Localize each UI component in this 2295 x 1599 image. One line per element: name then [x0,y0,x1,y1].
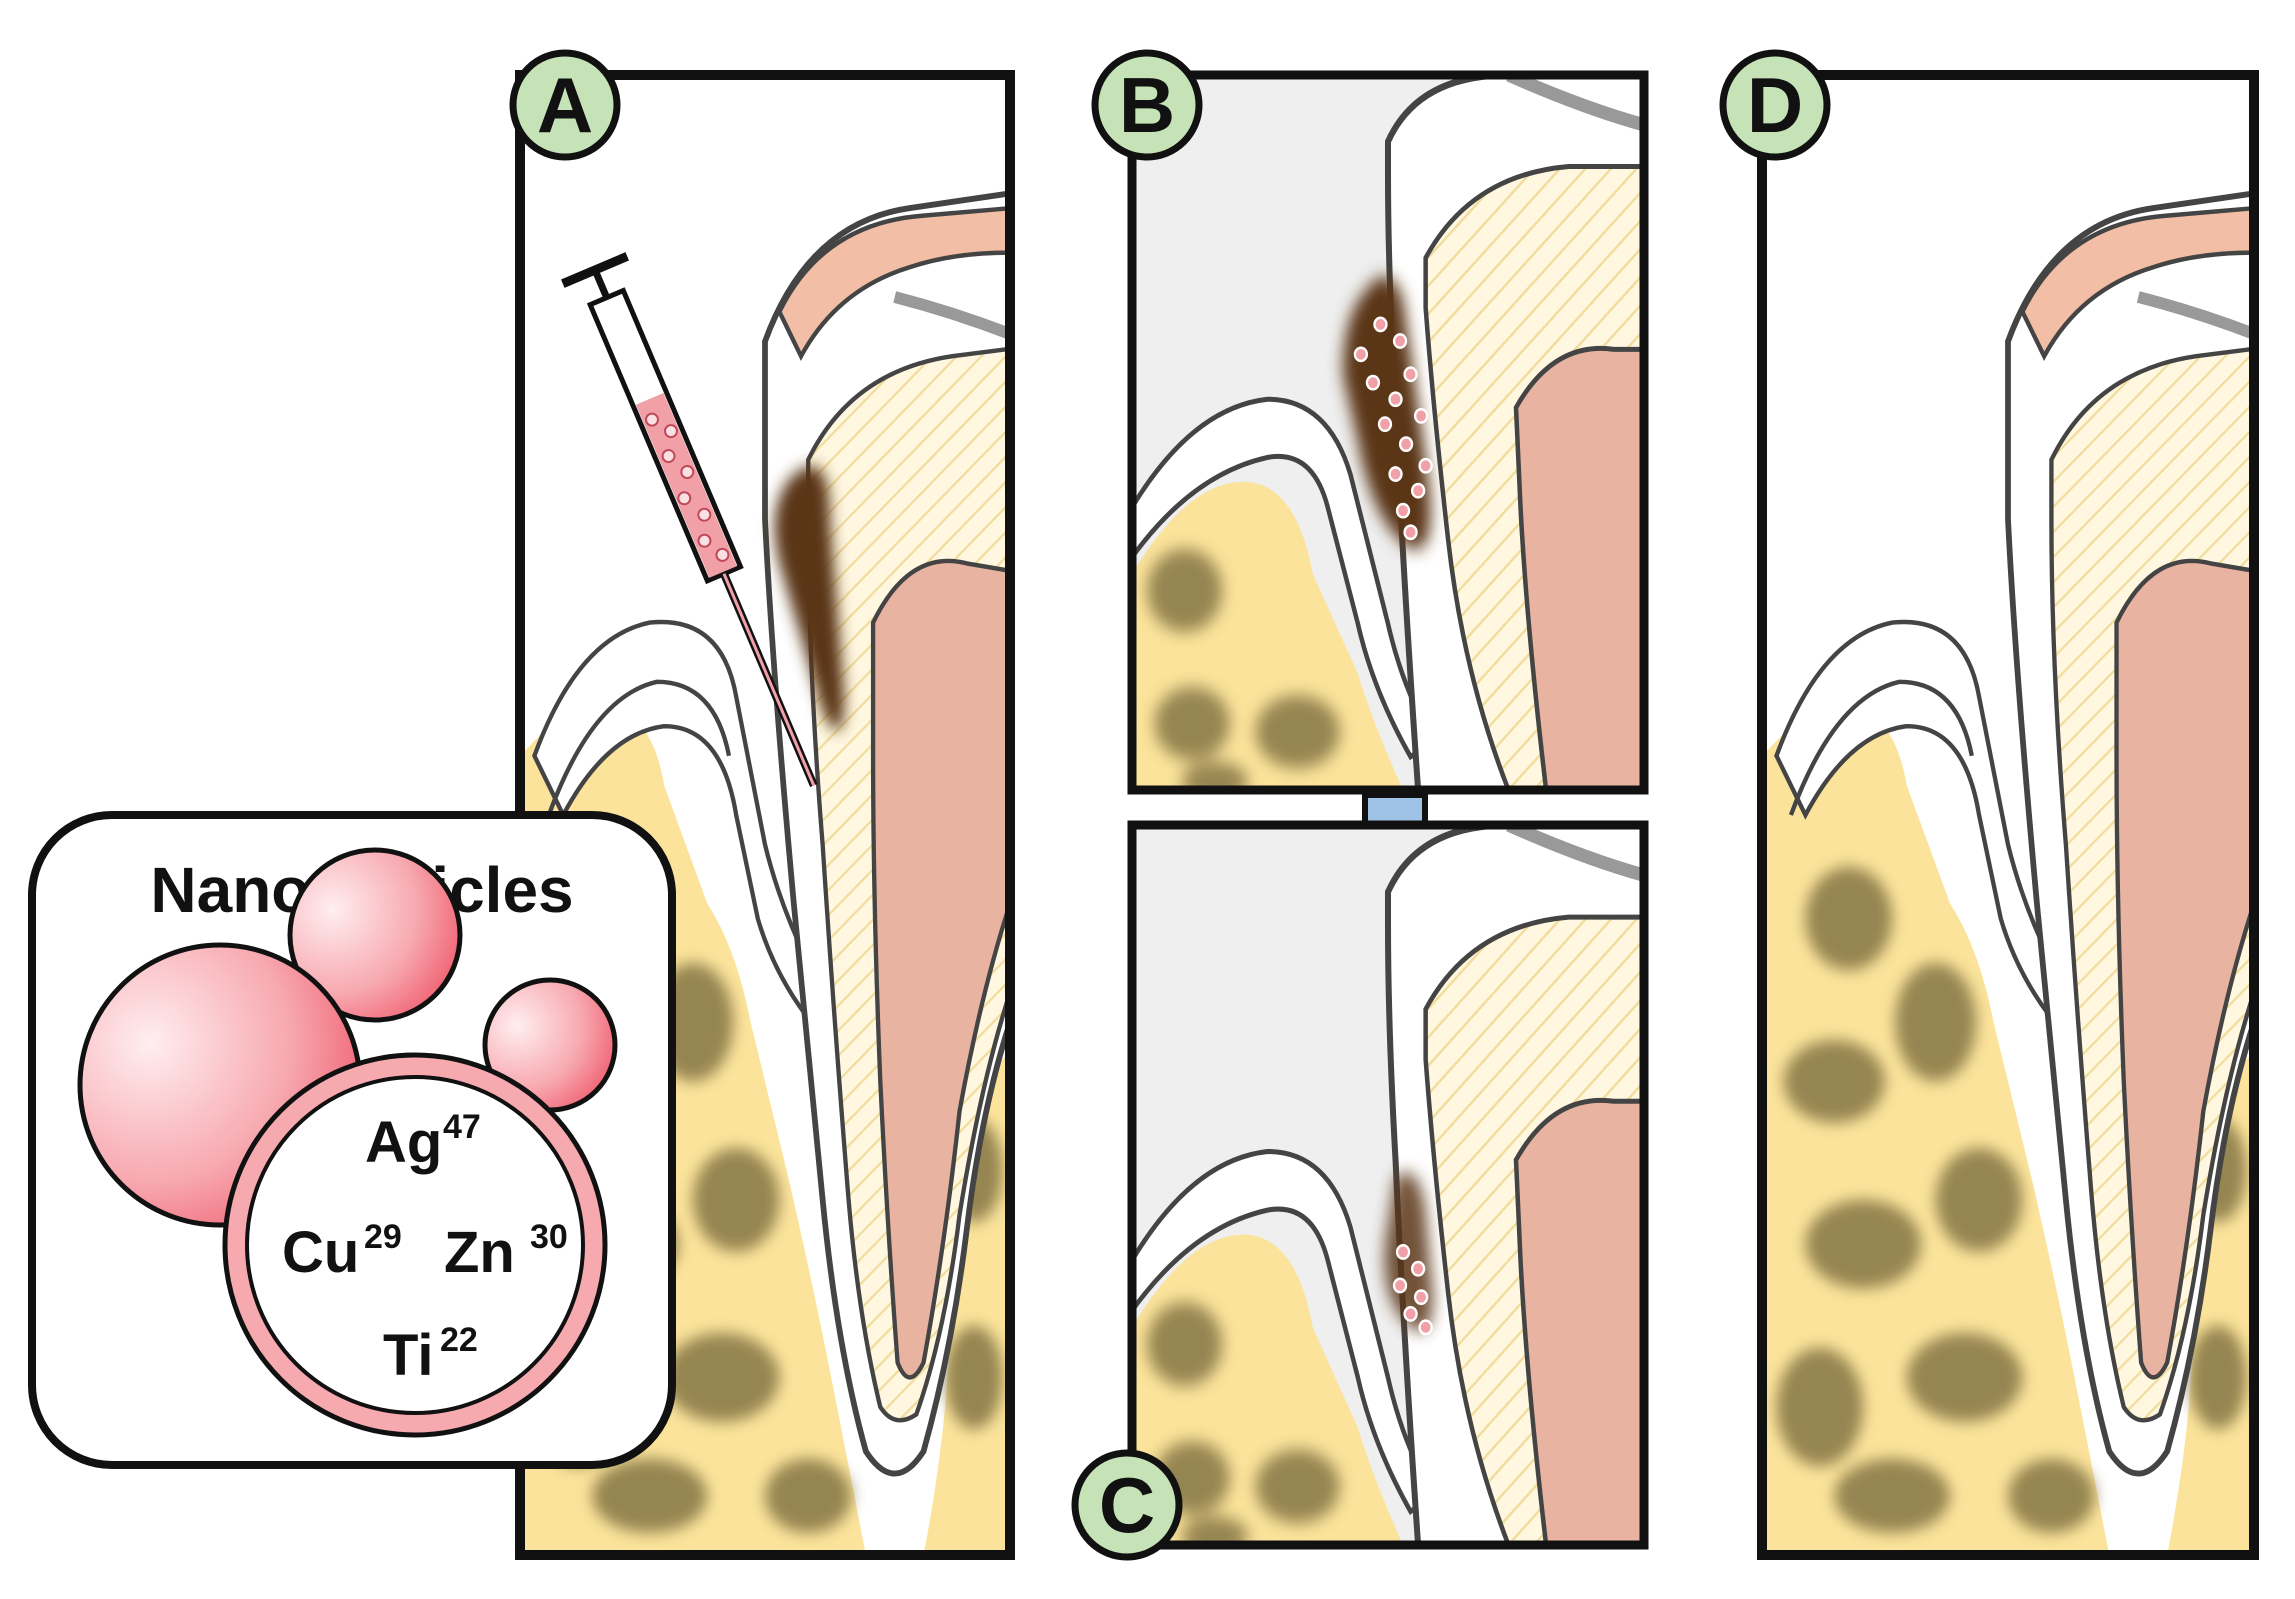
panel-a-label: A [513,53,617,157]
panel-b-label: B [1095,53,1199,157]
panel-d: D [1723,53,2254,1555]
panel-b: B [1095,53,1644,802]
panel-c-label: C [1075,1453,1179,1557]
svg-text:Zn: Zn [444,1220,515,1285]
nanoparticles-inset: Nanoparticles Ag 47 Cu 29 Zn 30 Ti 22 [32,815,672,1465]
svg-text:Ag: Ag [365,1110,442,1175]
panel-d-letter: D [1747,61,1803,149]
panel-d-label: D [1723,53,1827,157]
panel-b-tooth [1132,75,1644,802]
svg-text:47: 47 [443,1108,481,1146]
panel-d-tooth [1762,75,2254,1555]
panel-b-letter: B [1119,61,1175,149]
panel-a-letter: A [537,61,593,149]
panel-c: C [1075,825,1644,1557]
panel-c-letter: C [1099,1461,1155,1549]
svg-text:Cu: Cu [282,1220,359,1285]
svg-text:Ti: Ti [383,1323,434,1388]
panel-c-tooth [1132,825,1644,1557]
svg-text:22: 22 [440,1321,478,1359]
svg-text:29: 29 [364,1218,402,1256]
svg-text:30: 30 [530,1218,568,1256]
